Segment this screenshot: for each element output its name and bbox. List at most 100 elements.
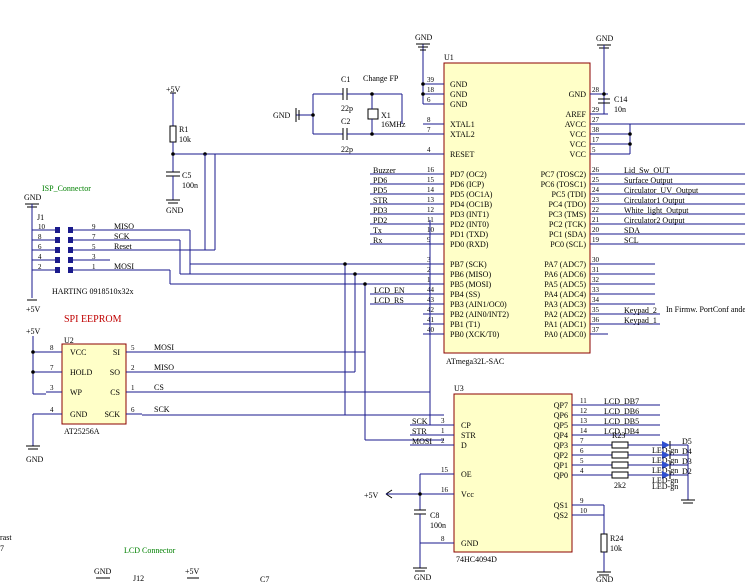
pa-firmware-note: In Firmw. PortConf ande [666,305,745,314]
led-ref: D5 [682,437,692,446]
u3-pin-num: 9 [580,497,584,505]
cut-label-1: rast [0,533,12,542]
u1-pin-name: VCC [570,130,586,139]
pc-net-label: Surface Output [624,176,673,185]
u1-pin-num: 39 [427,76,435,84]
pa-net-label: Keypad_1 [624,316,657,325]
u1-pin-num: 5 [592,146,596,154]
u1-pin-num: 4 [427,146,431,154]
u1-pin-num: 23 [592,196,600,204]
pd-net-label: STR [373,196,388,205]
u2-pin-num: 6 [131,406,135,414]
u1-pin-name: VCC [570,150,586,159]
c7-ref: C7 [260,575,269,584]
u3-net-label: LCD_DB4 [604,427,639,436]
vcc-label-reset: +5V [166,85,181,94]
r24-ref: R24 [610,534,623,543]
u1-pin-num: 28 [592,86,600,94]
pd-net-label: PD6 [373,176,387,185]
u2-pin-num: 1 [131,384,135,392]
gnd-label-lcd: GND [94,567,112,576]
u1-pin-num: 29 [592,106,600,114]
u1-pin-num: 41 [427,316,435,324]
u1-pin-name: PD7 (OC2) [450,170,487,179]
u2-pin-num: 2 [131,364,135,372]
u3-pin-name: Vcc [461,490,474,499]
led-ref: D2 [682,467,692,476]
u3-pin-num: 16 [441,486,449,494]
crystal-circuit: Change FP C1 22p C2 22p X1 16MHz GND [273,74,444,154]
u1-pin-num: 40 [427,326,435,334]
u1-pin-name: PD4 (OC1B) [450,200,492,209]
u3-pin-name: QP1 [554,461,568,470]
u3-part: 74HC4094D [456,555,497,564]
u2-pin-name: HOLD [70,368,92,377]
vcc-label-isp: +5V [26,305,41,314]
u2-pin-name: CS [110,388,120,397]
u1-pin-num: 15 [427,176,435,184]
gnd-label-reset: GND [166,206,184,215]
j1-pin-right: 5 [92,243,96,251]
j1-net-label: Reset [114,242,133,251]
u3-pin-num: 2 [441,437,445,445]
u2-part: AT25256A [64,427,100,436]
pc-net-label: White_light_Output [624,206,689,215]
pd-net-label: PD2 [373,216,387,225]
r1-value: 10k [179,135,191,144]
isp-connector[interactable]: ISP_Connector J1 HARTING 0918510x32x GND… [24,184,134,314]
u3-net-label: LCD_DB7 [604,397,639,406]
u1-pin-name: VCC [570,140,586,149]
c2-ref: C2 [341,117,350,126]
u2-net-label: SCK [154,405,170,414]
u3-pin-name: GND [461,539,479,548]
u1-pin-num: 27 [592,116,600,124]
u1-pin-name: PD5 (OC1A) [450,190,493,199]
pb-net-label: LCD_RS [374,296,404,305]
j1-pin-right: 9 [92,223,96,231]
u1-pin-name: PD6 (ICP) [450,180,484,189]
u1-pin-num: 31 [592,266,600,274]
u1-pin-name: PC7 (TOSC2) [541,170,587,179]
u3-pin-name: QP6 [554,411,568,420]
c14-value: 10n [614,105,626,114]
u3-pin-name: QS1 [554,501,568,510]
led-label: LED-gn [652,466,678,475]
u1-pin-num: 10 [427,226,435,234]
gnd-label-isp: GND [24,193,42,202]
u1-pin-name: PD0 (RXD) [450,240,489,249]
u1-pin-name: GND [569,90,587,99]
u1-pin-num: 3 [427,256,431,264]
u2-pin-num: 7 [50,364,54,372]
j1-pin-left: 8 [38,233,42,241]
u3-pin-num: 8 [441,535,445,543]
u1-pin-name: XTAL1 [450,120,475,129]
u1-pin-name: PB4 (SS) [450,290,480,299]
u3-pin-num: 6 [580,447,584,455]
u1-pin-name: PB6 (MISO) [450,270,491,279]
u1-ref: U1 [444,53,454,62]
j1-part: HARTING 0918510x32x [52,287,134,296]
u1-pin-name: XTAL2 [450,130,475,139]
pd-net-label: Tx [373,226,382,235]
u1-pin-num: 11 [427,216,434,224]
u1-pin-num: 20 [592,226,600,234]
j1-net-label: MOSI [114,262,134,271]
led-label: LED-gn [652,476,678,485]
u1-pin-num: 38 [592,126,600,134]
pc-net-label: SDA [624,226,640,235]
u3-pin-num: 5 [580,457,584,465]
u2-pin-num: 5 [131,344,135,352]
pb-net-label: LCD_EN [374,286,405,295]
u2-pin-num: 3 [50,384,54,392]
u3-pin-num: 14 [580,427,588,435]
u1-pin-num: 6 [427,96,431,104]
u1-pin-num: 37 [592,326,600,334]
cut-label-2: 7 [0,544,4,553]
j1-pin-right: 1 [92,263,96,271]
